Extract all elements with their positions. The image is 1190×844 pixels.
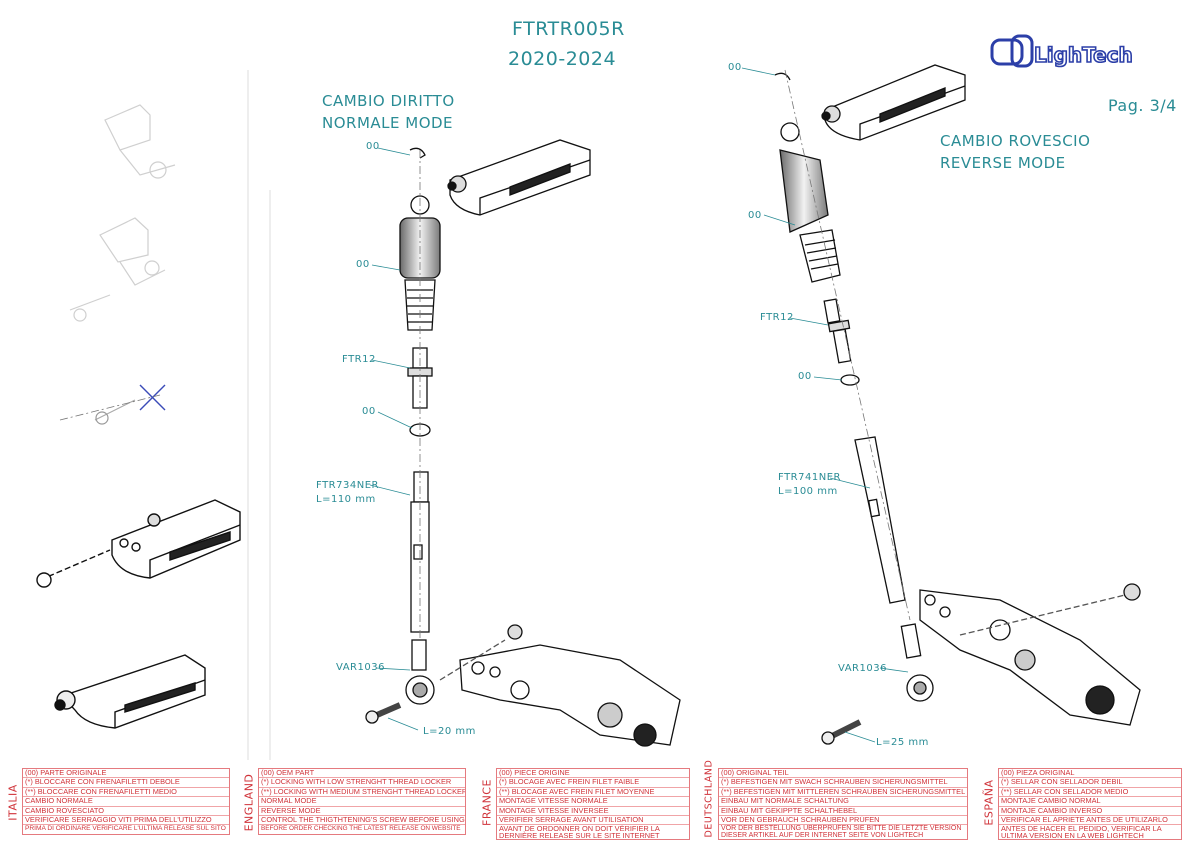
label-oem-nut-reverse: 00 <box>798 371 812 382</box>
label-oem-clip-reverse: 00 <box>728 62 742 73</box>
legend-row: EINBAU MIT GEKIPPTE SCHALTHEBEL <box>719 807 967 816</box>
legend-row: VERIFICARE SERRAGGIO VITI PRIMA DELL'UTI… <box>23 816 229 826</box>
legend-row: (00) ORIGINAL TEIL <box>719 769 967 779</box>
legend-espana: ESPAÑA (00) PIEZA ORIGINAL (*) SELLAR CO… <box>982 768 1182 841</box>
assembly-axes <box>59 69 911 640</box>
label-ftr12: FTR12 <box>342 354 376 365</box>
legend-row: PRIMA DI ORDINARE VERIFICARE L'ULTIMA RE… <box>25 825 226 833</box>
legend-row: (*) BEFESTIGEN MIT SWACH SCHRAUBEN SICHE… <box>719 778 967 788</box>
legend-row: VOR DEN GEBRAUCH SCHRAUBEN PRÜFEN <box>719 816 967 826</box>
legend-row: MONTAJE CAMBIO INVERSO <box>999 807 1181 816</box>
oem-bracket-1 <box>36 499 241 588</box>
legend-row: (*) LOCKING WITH LOW STRENGHT THREAD LOC… <box>259 778 465 788</box>
removed-part-icon <box>94 384 166 425</box>
legend-row: VERIFIER SERRAGE AVANT UTILISATION <box>497 816 689 826</box>
label-bolt-length: L=20 mm <box>423 726 476 737</box>
label-rod-length: L=110 mm <box>316 494 376 505</box>
normal-mode-line-1: CAMBIO DIRITTO <box>322 92 455 110</box>
legend-row: VERIFICAR EL APRIETE ANTES DE UTILIZARLO <box>999 816 1181 826</box>
label-oem-ball-joint-reverse: 00 <box>748 210 762 221</box>
legend-italia: ITALIA (00) PARTE ORIGINALE (*) BLOCCARE… <box>6 768 230 840</box>
legend-row: REVERSE MODE <box>259 807 465 816</box>
label-oem-clip: 00 <box>366 141 380 152</box>
legend-row: (00) PIEZA ORIGINAL <box>999 769 1181 779</box>
legend-row: (*) BLOCAGE AVEC FREIN FILET FAIBLE <box>497 778 689 788</box>
legend-row: (**) BLOCAGE AVEC FREIN FILET MOYENNE <box>497 788 689 798</box>
legend-row: (00) OEM PART <box>259 769 465 779</box>
legend-row: VOR DER BESTELLUNG ÜBERPRÜFEN SIE BITTE … <box>721 825 962 840</box>
label-var1036-reverse: VAR1036 <box>838 663 887 674</box>
legend-row: MONTAGE VITESSE INVERSEE <box>497 807 689 816</box>
legend-row: (*) BLOCCARE CON FRENAFILETTI DEBOLE <box>23 778 229 788</box>
legend-country: ITALIA <box>6 784 20 821</box>
legend-row: AVANT DE ORDONNER ON DOIT VÉRIFIER LA DE… <box>499 825 660 840</box>
normal-mode-line-2: NORMALE MODE <box>322 114 454 132</box>
legend-row: (**) BLOCCARE CON FRENAFILETTI MEDIO <box>23 788 229 798</box>
label-ftr741ner: FTR741NER <box>778 472 841 483</box>
legend-row: CONTROL THE THIGTHTENING'S SCREW BEFORE … <box>259 815 465 826</box>
legend-england: ENGLAND (00) OEM PART (*) LOCKING WITH L… <box>242 768 466 840</box>
label-var1036: VAR1036 <box>336 662 385 673</box>
callout-leaders <box>369 67 909 743</box>
legend-row: (*) SELLAR CON SELLADOR DEBIL <box>999 778 1181 788</box>
label-oem-nut: 00 <box>362 406 376 417</box>
faded-reference-parts <box>69 104 176 322</box>
legend-row: (**) BEFESTIGEN MIT MITTLEREN SCHRAUBEN … <box>719 787 967 798</box>
legend-country: ENGLAND <box>242 773 256 832</box>
legend-row: EINBAU MIT NORMALE SCHALTUNG <box>719 797 967 807</box>
legend-row: (00) PIECE ORIGINE <box>497 769 689 779</box>
legend-deutschland: DEUTSCHLAND (00) ORIGINAL TEIL (*) BEFES… <box>702 759 968 841</box>
legend-row: CAMBIO NORMALE <box>23 797 229 807</box>
legend-row: MONTAJE CAMBIO NORMAL <box>999 797 1181 807</box>
legend-country: DEUTSCHLAND <box>703 759 715 838</box>
lightech-logo: LighTech <box>990 34 1170 70</box>
legend-france: FRANCE (00) PIECE ORIGINE (*) BLOCAGE AV… <box>480 768 690 841</box>
label-rod-length-reverse: L=100 mm <box>778 486 838 497</box>
legend-row: ANTES DE HACER EL PEDIDO, VERIFICAR LA U… <box>1001 825 1162 840</box>
page-number: Pag. 3/4 <box>1108 96 1177 115</box>
year-range: 2020-2024 <box>508 48 617 70</box>
legend-row: (**) SELLAR CON SELLADOR MEDIO <box>999 788 1181 798</box>
oem-bracket-2 <box>54 654 206 729</box>
legend-country: FRANCE <box>480 779 494 826</box>
legend-row: NORMAL MODE <box>259 797 465 807</box>
product-code: FTRTR005R <box>512 18 625 40</box>
legend-row: BEFORE ORDER CHECKING THE LATEST RELEASE… <box>261 825 461 833</box>
reverse-assembly <box>774 64 1141 745</box>
legend-country: ESPAÑA <box>982 779 996 826</box>
reverse-mode-line-2: REVERSE MODE <box>940 154 1066 172</box>
legend-row: MONTAGE VITESSE NORMALE <box>497 797 689 807</box>
normal-assembly <box>365 139 681 747</box>
label-ftr12-reverse: FTR12 <box>760 312 794 323</box>
logo-wordmark: LighTech <box>1034 43 1133 67</box>
label-oem-ball-joint: 00 <box>356 259 370 270</box>
label-ftr734ner: FTR734NER <box>316 480 379 491</box>
legend-row: (00) PARTE ORIGINALE <box>23 769 229 779</box>
legend-row: (**) LOCKING WITH MEDIUM STRENGHT THREAD… <box>259 787 465 798</box>
reverse-mode-line-1: CAMBIO ROVESCIO <box>940 132 1091 150</box>
label-bolt-length-reverse: L=25 mm <box>876 737 929 748</box>
legend-row: CAMBIO ROVESCIATO <box>23 807 229 816</box>
